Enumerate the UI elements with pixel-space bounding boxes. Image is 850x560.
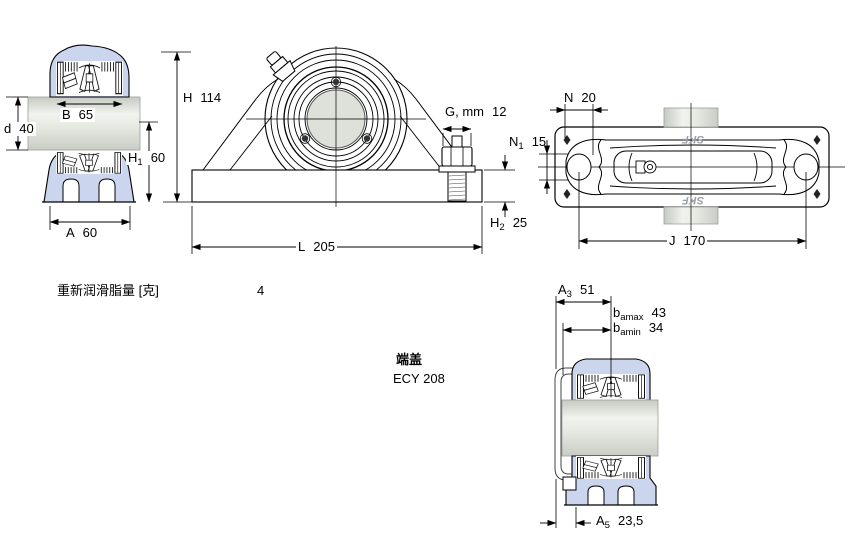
view-shaft-section [540, 296, 659, 528]
relubrication-label: 重新润滑脂量 [克] [57, 283, 159, 298]
shaft-section [561, 399, 659, 457]
view-top: SKF SKF [538, 103, 845, 249]
endcap-label: 端盖 [396, 352, 423, 367]
shaft [27, 96, 141, 151]
skf-logo-bottom: SKF [682, 194, 704, 206]
relubrication-value: 4 [257, 283, 265, 298]
endcap-designation: ECY 208 [393, 371, 445, 386]
housing-base [191, 169, 483, 203]
skf-logo-top: SKF [682, 133, 704, 145]
corner-markers [563, 135, 821, 199]
grease-nipple [266, 51, 296, 82]
view-front-section [6, 44, 158, 230]
view-front [161, 46, 515, 254]
attachment-bolt [438, 135, 476, 202]
